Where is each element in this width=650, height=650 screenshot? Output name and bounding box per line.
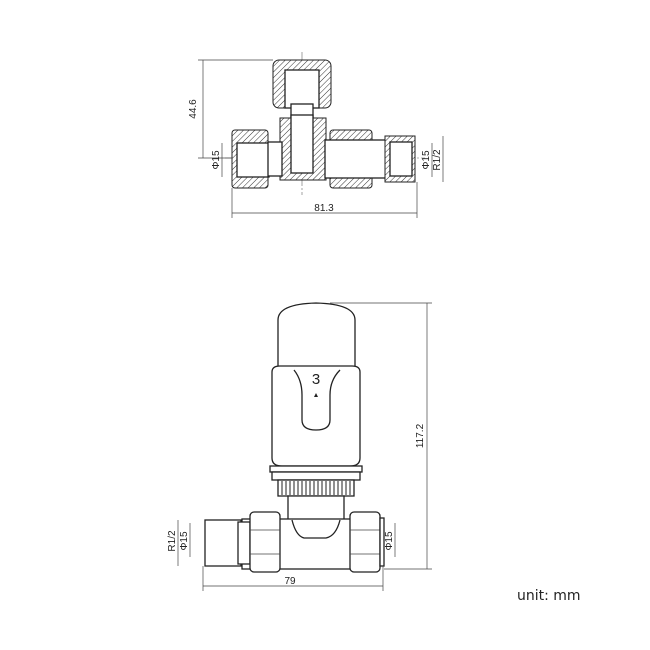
front-left-diameter-label: Φ15	[179, 531, 190, 551]
dial-setting-number: 3	[312, 371, 320, 388]
front-height-label: 117.2	[415, 423, 426, 448]
thermostatic-head-cap	[277, 302, 356, 369]
section-left-diameter-label: Φ15	[211, 150, 222, 170]
left-tail-thread	[204, 519, 242, 567]
unit-label: unit: mm	[517, 588, 581, 604]
right-nut-front	[349, 511, 381, 573]
front-dimensions: 117.2 79 R1/2 Φ15 Φ15	[167, 302, 432, 591]
section-view	[225, 52, 425, 195]
front-thread-label: R1/2	[167, 530, 178, 552]
dial-window	[293, 369, 341, 431]
dial-pointer-icon	[314, 393, 318, 397]
section-width-label: 81.3	[314, 203, 334, 214]
front-view: 3	[204, 302, 385, 573]
valve-neck	[287, 495, 345, 521]
front-width-label: 79	[284, 576, 296, 587]
knurled-ring	[277, 479, 355, 497]
left-nut-front	[249, 511, 281, 573]
section-height-label: 44.6	[188, 99, 199, 119]
section-thread-label: R1/2	[432, 149, 443, 171]
section-right-diameter-label: Φ15	[421, 150, 432, 170]
front-right-diameter-label: Φ15	[384, 531, 395, 551]
section-dimensions: 44.6 Φ15 Φ15 R1/2 81.3	[188, 59, 444, 218]
